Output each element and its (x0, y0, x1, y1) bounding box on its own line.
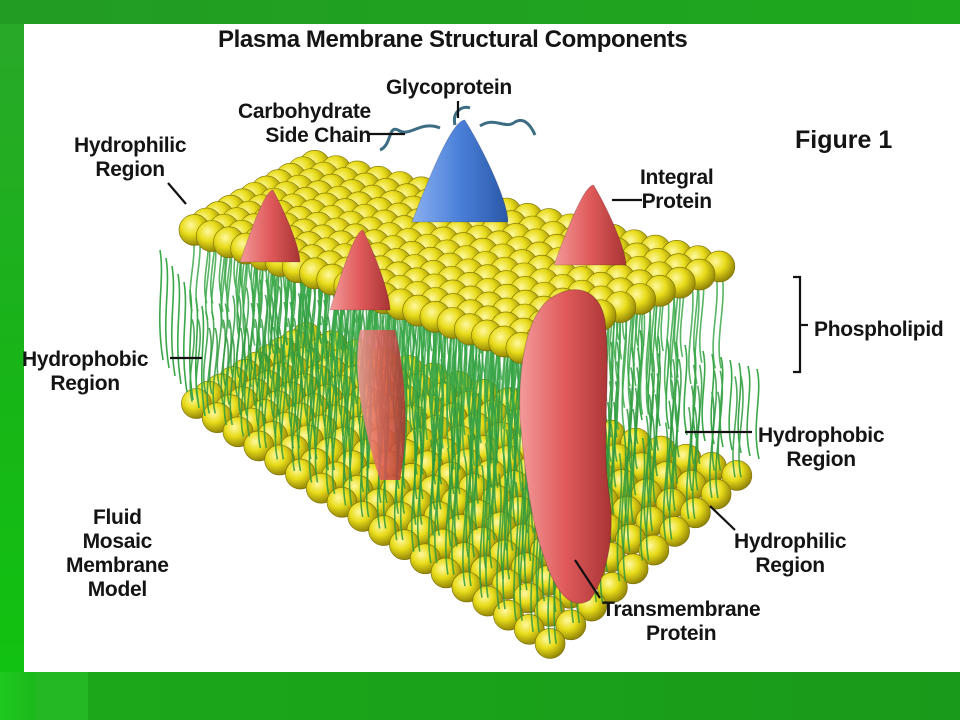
label-leader-lines (167, 101, 808, 599)
slide-bottom-accent (36, 672, 88, 720)
label-glycoprotein: Glycoprotein (386, 76, 512, 99)
label-hydrophobic-region-left: Hydrophobic Region (22, 348, 149, 395)
slide-top-border (0, 0, 960, 24)
label-carbohydrate-side-chain: Carbohydrate Side Chain (238, 100, 371, 147)
label-hydrophilic-region-bottom: Hydrophilic Region (734, 530, 847, 577)
surface-proteins (239, 105, 627, 604)
label-fluid-mosaic-model: Fluid Mosaic Membrane Model (66, 506, 169, 601)
embedded-proteins (357, 330, 406, 480)
slide-bottom-border (0, 672, 960, 720)
figure-label: Figure 1 (795, 126, 893, 154)
label-transmembrane-protein: Transmembrane Protein (602, 598, 761, 645)
slide-left-border (0, 0, 24, 720)
label-phospholipid: Phospholipid (814, 318, 944, 341)
label-hydrophobic-region-right: Hydrophobic Region (758, 424, 885, 471)
diagram-title: Plasma Membrane Structural Components (218, 26, 688, 53)
label-integral-protein: Integral Protein (640, 166, 714, 213)
label-hydrophilic-region-top: Hydrophilic Region (74, 134, 187, 181)
